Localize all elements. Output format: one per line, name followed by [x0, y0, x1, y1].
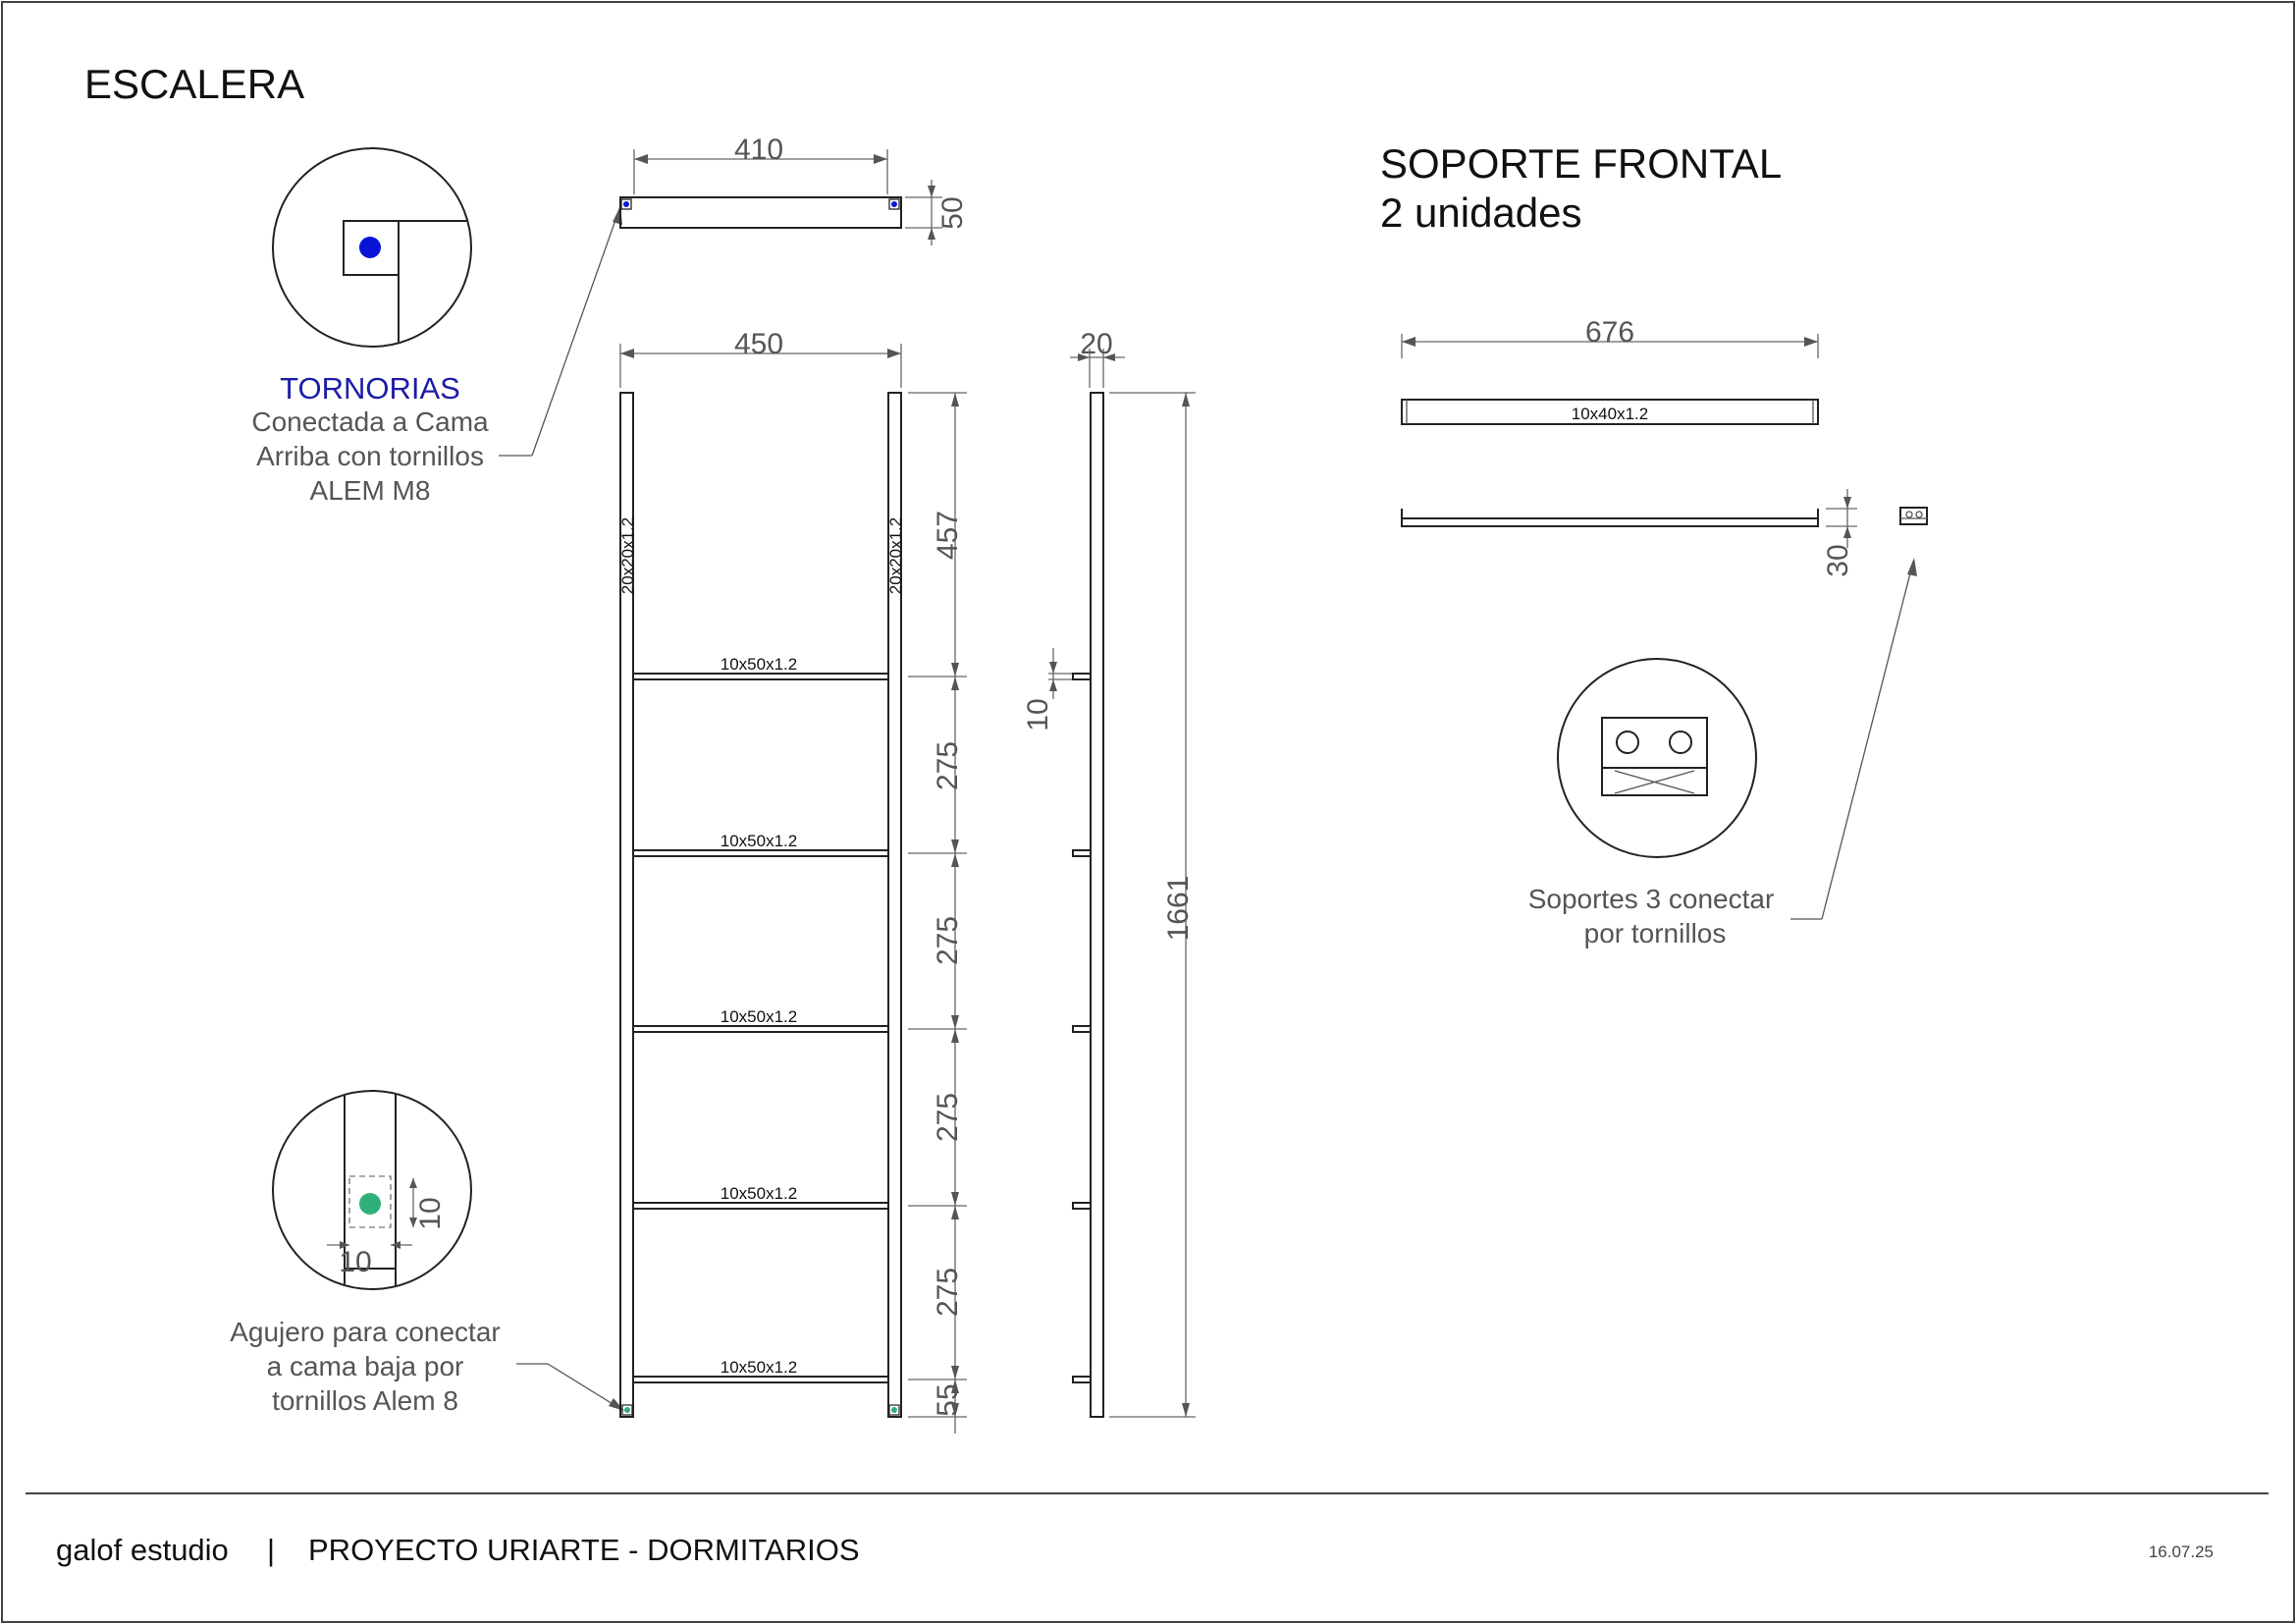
dim-ladder-width [619, 344, 902, 388]
dim-rail-depth [1070, 349, 1125, 388]
dim-overall-height [1109, 392, 1196, 1418]
dim-front-support-length [1401, 334, 1819, 358]
side-view-rail [1090, 392, 1104, 1418]
detail-bottom-note-line-3: tornillos Alem 8 [272, 1385, 458, 1416]
rung-5 [632, 1376, 889, 1383]
footer-project: PROYECTO URIARTE - DORMITARIOS [308, 1533, 860, 1567]
rung-2 [632, 849, 889, 857]
side-rung-5 [1072, 1376, 1092, 1383]
dim-front-support-length-label: 676 [1585, 316, 1634, 349]
spacing-label-2: 275 [932, 741, 964, 790]
sheet-title: ESCALERA [84, 61, 304, 107]
front-support-note-line-1: Soportes 3 conectar [1528, 884, 1775, 914]
detail-bottom-dim-vertical: 10 [414, 1197, 447, 1229]
detail-bottom-note-line-2: a cama baja por [267, 1351, 464, 1381]
front-support-elevation-view [1401, 509, 1819, 527]
rung-4 [632, 1202, 889, 1210]
left-rail-bottom-hole [621, 1404, 633, 1416]
footer-separator: | [267, 1533, 275, 1567]
rung-3-label: 10x50x1.2 [721, 1007, 797, 1026]
side-rung-1 [1072, 673, 1092, 680]
side-rung-2 [1072, 849, 1092, 857]
dim-front-support-height [1826, 489, 1857, 548]
right-rail-bottom-hole [888, 1404, 900, 1416]
spacing-label-4: 275 [932, 1093, 964, 1142]
bolt-hole-green-icon [359, 1193, 381, 1215]
rung-2-label: 10x50x1.2 [721, 832, 797, 850]
detail-bottom-note-line-1: Agujero para conectar [230, 1317, 501, 1347]
ladder-top-bar [619, 196, 902, 229]
footer-date: 16.07.25 [2149, 1543, 2214, 1561]
detail-top-note-line-2: Arriba con tornillos [256, 441, 484, 471]
footer-studio: galof estudio [56, 1533, 229, 1567]
rung-1-label: 10x50x1.2 [721, 655, 797, 674]
rung-4-label: 10x50x1.2 [721, 1184, 797, 1203]
dim-spacing-chain [908, 392, 967, 1434]
rung-5-label: 10x50x1.2 [721, 1358, 797, 1377]
detail-top-note-line-1: Conectada a Cama [251, 406, 489, 437]
side-rung-3 [1072, 1025, 1092, 1033]
dim-top-bar-height-label: 50 [936, 196, 969, 229]
detail-bottom-circle [272, 1090, 472, 1290]
spacing-label-6: 55 [932, 1383, 964, 1416]
dim-top-bar-width-label: 410 [734, 134, 783, 166]
dim-ladder-width-label: 450 [734, 328, 783, 360]
front-support-end-view [1899, 507, 1928, 525]
rung-3 [632, 1025, 889, 1033]
dim-rung-thickness [1048, 648, 1072, 699]
side-rung-4 [1072, 1202, 1092, 1210]
detail-bottom-leader [516, 1363, 624, 1411]
dim-overall-height-label: 1661 [1162, 876, 1195, 942]
spacing-label-1: 457 [932, 511, 964, 560]
left-rail-section-label: 20x20x1.2 [618, 517, 637, 594]
spacing-label-5: 275 [932, 1268, 964, 1317]
bolt-hole-blue-icon [359, 237, 381, 258]
detail-top-note-line-3: ALEM M8 [310, 475, 431, 506]
dim-rail-depth-label: 20 [1080, 328, 1112, 360]
front-support-quantity: 2 unidades [1380, 189, 1582, 236]
right-rail-section-label: 20x20x1.2 [886, 517, 905, 594]
ladder-right-rail [887, 392, 902, 1418]
detail-bottom-dim-horizontal: 10 [339, 1246, 371, 1278]
detail-top-circle [272, 147, 472, 348]
dim-front-support-height-label: 30 [1822, 544, 1854, 576]
dim-rung-thickness-label: 10 [1022, 698, 1054, 731]
spacing-label-3: 275 [932, 916, 964, 965]
front-support-title: SOPORTE FRONTAL [1380, 140, 1782, 187]
rung-1 [632, 673, 889, 680]
dim-top-bar-width [633, 149, 888, 194]
detail-top-leader [499, 205, 622, 457]
dim-top-bar-height [905, 180, 942, 245]
front-support-detail-circle [1557, 658, 1757, 858]
front-support-leader [1790, 558, 1917, 920]
ladder-left-rail [619, 392, 634, 1418]
front-support-section-label: 10x40x1.2 [1572, 405, 1648, 423]
detail-top-title: TORNORIAS [280, 371, 460, 406]
front-support-note-line-2: por tornillos [1584, 918, 1727, 948]
front-support-plan-view [1401, 399, 1819, 425]
